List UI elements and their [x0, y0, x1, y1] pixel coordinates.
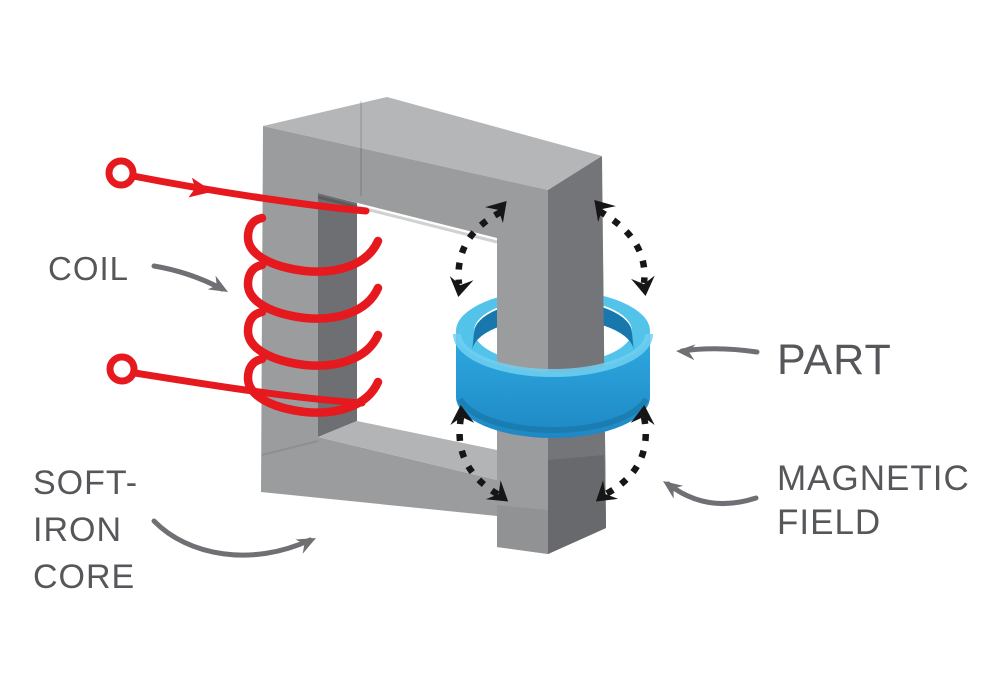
part-ring-front	[453, 331, 653, 438]
core-seam-bottom	[261, 440, 319, 456]
current-arrow	[188, 177, 213, 198]
coil-winding	[243, 213, 383, 417]
magnetic-field-label-line2: FIELD	[777, 503, 881, 542]
ring-rim-highlight	[453, 333, 653, 377]
coil-turn-1	[243, 213, 383, 276]
current-arrowhead-icon	[188, 177, 213, 198]
ring-bottom-shade	[457, 397, 649, 434]
coil-turn-2	[243, 260, 383, 323]
part-label: PART	[777, 336, 892, 384]
lead-top-wire	[129, 172, 370, 215]
core-pointer-line	[151, 518, 313, 558]
soft-iron-core-label-line3: CORE	[33, 558, 135, 596]
limb-front-bottom-shade	[497, 505, 548, 554]
coil-lead-bottom	[106, 353, 366, 407]
field-pointer-line	[665, 481, 759, 506]
coil-turn-3	[243, 307, 383, 370]
coil-turn-4	[243, 354, 383, 417]
core-front-face	[261, 126, 548, 554]
ring-band	[456, 331, 650, 438]
terminal-top	[105, 157, 137, 189]
terminal-bottom	[106, 353, 138, 385]
magnetic-field-label-line1: MAGNETIC	[777, 459, 970, 498]
core-top-face	[263, 97, 602, 190]
soft-iron-core-label-line1: SOFT-	[33, 464, 138, 502]
core-window-inner-bottom	[318, 421, 497, 480]
coil-label: COIL	[48, 250, 129, 287]
lead-bottom-wire	[131, 369, 366, 407]
labels: COIL PART MAGNETIC FIELD SOFT- IRON CORE	[33, 250, 970, 596]
window-top-shadow	[317, 195, 498, 244]
limb-right-bottom-shade	[548, 455, 606, 554]
soft-iron-core-label-line2: IRON	[33, 511, 122, 549]
coil-lead-top	[105, 157, 370, 215]
